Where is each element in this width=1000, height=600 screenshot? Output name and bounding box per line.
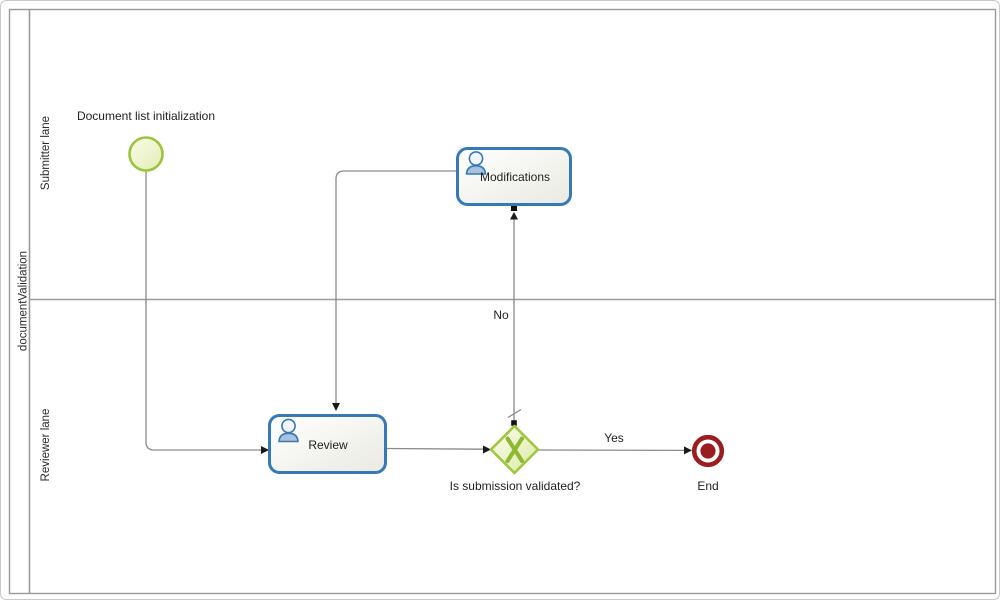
flow-label-no: No (493, 308, 509, 322)
end-event[interactable]: End (691, 434, 725, 493)
start-event-label: Document list initialization (77, 109, 215, 123)
arrowhead (332, 403, 340, 411)
sequence-flows (145, 170, 692, 455)
task-modifications-label: Modifications (480, 170, 550, 184)
arrowhead (483, 445, 491, 454)
connection-anchor (511, 420, 517, 426)
task-review-label: Review (308, 438, 348, 452)
user-icon-head (468, 151, 484, 166)
connection-anchor (511, 205, 517, 211)
gateway-label: Is submission validated? (450, 479, 581, 493)
user-icon (278, 418, 299, 443)
user-icon (465, 151, 487, 175)
arrowhead (684, 446, 692, 455)
task-review[interactable]: Review (268, 414, 387, 474)
pool-label: documentValidation (18, 251, 30, 351)
start-event-circle[interactable] (128, 136, 164, 172)
end-event-core (700, 443, 716, 459)
default-flow-marker (507, 408, 522, 419)
x-icon (505, 436, 524, 463)
lane-label-submitter: Submitter lane (40, 116, 52, 190)
flow-gateway-to-end-yes[interactable] (537, 446, 692, 455)
pool-border (8, 8, 997, 595)
task-modifications[interactable]: Modifications (456, 147, 572, 206)
flow-start-to-review[interactable] (145, 171, 269, 455)
end-event-label: End (697, 479, 718, 493)
exclusive-gateway[interactable]: Is submission validated? (450, 424, 581, 493)
user-icon-body (278, 432, 299, 443)
arrowhead-up (510, 212, 518, 220)
task-shape[interactable] (456, 147, 572, 206)
pool-document-validation: documentValidation Submitter lane Review… (8, 8, 997, 595)
flow-review-to-gateway[interactable] (386, 445, 492, 454)
start-event[interactable]: Document list initialization (77, 109, 215, 172)
arrowhead (261, 446, 269, 454)
task-shape[interactable] (268, 414, 387, 474)
flow-label-yes: Yes (604, 431, 624, 445)
flow-gateway-to-modifications-no[interactable] (507, 205, 522, 426)
lane-label-reviewer: Reviewer lane (40, 409, 52, 482)
user-icon-head (281, 418, 296, 434)
flow-modifications-to-review[interactable] (332, 170, 457, 411)
